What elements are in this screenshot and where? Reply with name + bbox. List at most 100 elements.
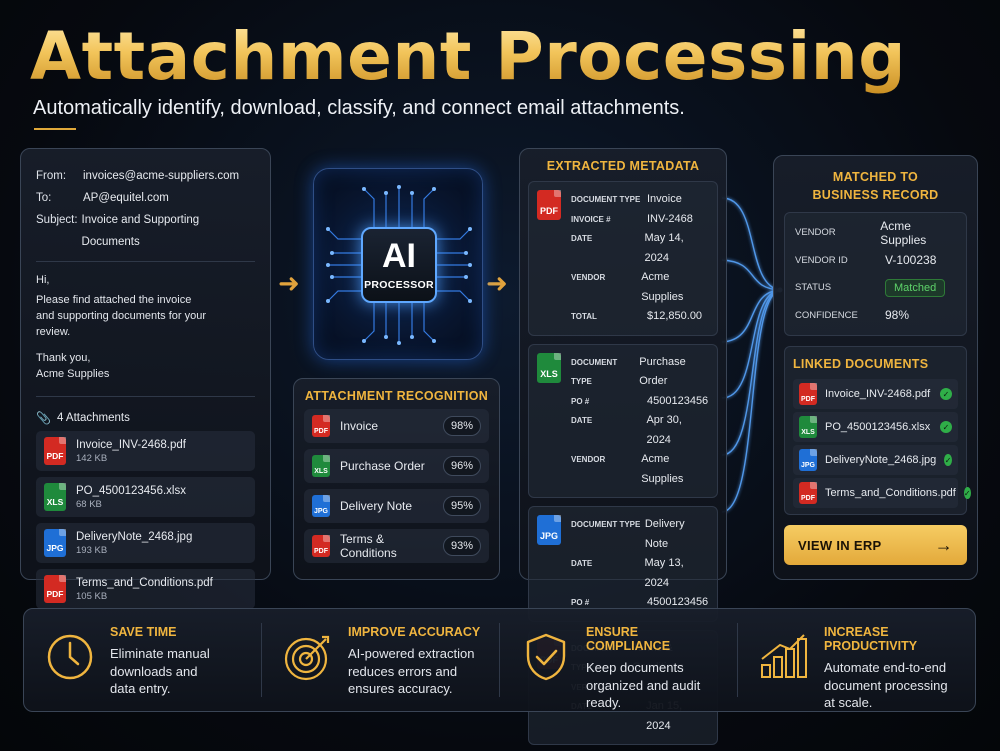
vendor-value: Acme Supplies xyxy=(880,218,927,247)
benefit-description-line: at scale. xyxy=(824,695,873,710)
divider xyxy=(36,396,255,397)
processor-label: PROCESSOR xyxy=(364,279,434,291)
to-label: To: xyxy=(36,192,52,204)
email-from-row: From: invoices@acme-suppliers.com xyxy=(36,165,255,187)
view-in-erp-button[interactable]: VIEW IN ERP → xyxy=(784,525,967,565)
matched-title-line2: BUSINESS RECORD xyxy=(812,188,939,202)
metadata-value: Apr 30, 2024 xyxy=(646,414,682,446)
confidence-badge: 98% xyxy=(442,416,481,436)
metadata-key: DOCUMENT TYPE xyxy=(571,520,641,529)
jpg-file-icon: JPG xyxy=(312,495,330,517)
status-label: STATUS xyxy=(795,282,832,294)
vendor-row: VENDOR Acme Supplies xyxy=(795,219,956,247)
jpg-file-icon: JPG xyxy=(44,529,66,557)
paperclip-icon: 📎 xyxy=(36,411,51,425)
metadata-value: Delivery Note xyxy=(644,518,685,550)
linked-document-name: Terms_and_Conditions.pdf xyxy=(825,487,956,499)
metadata-value: 4500123456 xyxy=(647,394,709,407)
jpg-file-icon: JPG xyxy=(799,449,817,471)
erp-button-label: VIEW IN ERP xyxy=(798,537,882,553)
metadata-key: PO # xyxy=(571,396,590,406)
email-to-row: To: AP@equitel.com xyxy=(36,187,255,209)
email-closing: Thank you, Acme Supplies xyxy=(36,350,255,382)
metadata-value: May 14, 2024 xyxy=(644,232,684,264)
email-signature: Acme Supplies xyxy=(36,368,110,380)
metadata-key: DOCUMENT TYPE xyxy=(571,357,618,387)
email-body: Hi, Please find attached the invoice and… xyxy=(36,272,255,382)
metadata-key: VENDOR xyxy=(571,455,606,464)
email-panel: From: invoices@acme-suppliers.com To: AP… xyxy=(20,148,271,609)
business-record-card: VENDOR Acme Supplies VENDOR ID V-100238 … xyxy=(784,212,967,336)
metadata-value: Acme Supplies xyxy=(641,271,684,303)
linked-title: LINKED DOCUMENTS xyxy=(793,357,929,371)
benefit-description-line: downloads and xyxy=(110,663,198,679)
attachment-name: Invoice_INV-2468.pdf xyxy=(76,438,186,451)
status-badge: Matched xyxy=(885,278,946,297)
target-icon xyxy=(282,631,334,683)
recognition-label: Delivery Note xyxy=(340,499,413,513)
confidence-badge: 93% xyxy=(442,536,481,556)
arrow-right-icon: → xyxy=(934,534,953,555)
benefit-title: ENSURE COMPLIANCE xyxy=(586,625,671,653)
title-underline xyxy=(34,128,76,130)
attachments-count: 4 Attachments xyxy=(56,412,130,424)
metadata-row: PO # 4500123456 xyxy=(571,392,709,412)
attachment-size: 68 KB xyxy=(76,498,102,510)
to-value: AP@equitel.com xyxy=(83,192,169,204)
benefit-text: INCREASE PRODUCTIVITY Automate end-to-end… xyxy=(824,625,961,710)
metadata-value: 4500123456 xyxy=(647,596,709,608)
jpg-file-icon: JPG xyxy=(537,515,561,545)
pdf-file-icon: PDF xyxy=(312,535,330,557)
confidence-badge: 95% xyxy=(442,496,481,516)
xls-file-icon: XLS xyxy=(312,455,330,477)
pdf-file-icon: PDF xyxy=(537,190,561,220)
confidence-value: 98% xyxy=(885,308,910,323)
benefit-title: IMPROVE ACCURACY xyxy=(348,625,481,639)
pdf-file-icon: PDF xyxy=(44,437,66,465)
metadata-value: Acme Supplies xyxy=(641,453,684,485)
attachments-header: 📎 4 Attachments xyxy=(36,411,255,425)
metadata-value: Invoice xyxy=(647,193,682,205)
divider xyxy=(36,261,255,262)
matched-title: MATCHED TO BUSINESS RECORD xyxy=(784,168,967,204)
benefit-title: SAVE TIME xyxy=(110,625,177,639)
attachment-size: 193 KB xyxy=(76,544,108,556)
benefit-title: INCREASE PRODUCTIVITY xyxy=(824,625,918,653)
metadata-value: $12,850.00 xyxy=(647,310,703,322)
metadata-key: DATE xyxy=(571,559,593,568)
benefit-description-line: Automate end-to-end xyxy=(824,660,947,675)
pdf-file-icon: PDF xyxy=(44,575,66,603)
circuit-traces-icon xyxy=(326,185,472,345)
